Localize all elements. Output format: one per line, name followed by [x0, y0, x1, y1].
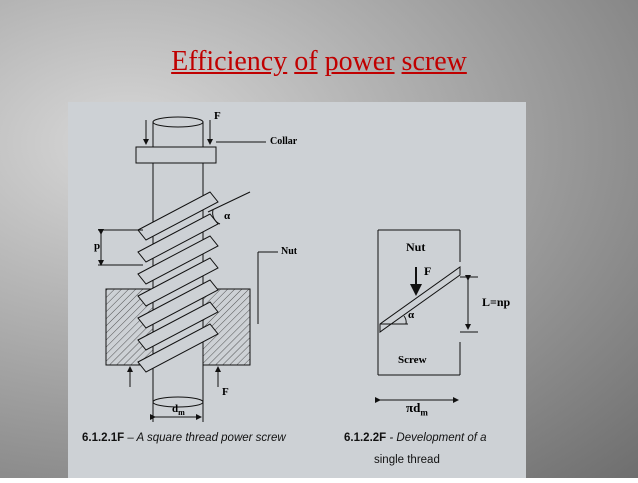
alpha-label-right: α: [408, 309, 415, 321]
pitch-label: p: [94, 240, 101, 252]
development-diagram: [375, 229, 478, 403]
screw-label: Screw: [398, 354, 427, 366]
slide-title: Efficiency of power screw: [171, 46, 467, 77]
figure-drawing: [98, 116, 478, 422]
nut-label-right: Nut: [406, 240, 426, 254]
dm-label: dm: [172, 403, 185, 418]
caption-right-line2: single thread: [374, 454, 440, 466]
screw-diagram: [98, 116, 278, 422]
force-top-label: F: [214, 110, 221, 122]
collar-label: Collar: [270, 136, 298, 147]
threads: [137, 191, 219, 373]
figure-panel: F Collar α p Nut F dm Nut F L=np α Screw…: [68, 102, 526, 478]
caption-left: 6.1.2.1F – A square thread power screw: [82, 432, 286, 444]
alpha-label-left: α: [224, 210, 231, 222]
force-label-right: F: [424, 264, 432, 278]
pi-dm-label: πdm: [406, 400, 428, 418]
lead-label: L=np: [482, 295, 511, 309]
caption-right-line1: 6.1.2.2F - Development of a: [344, 432, 487, 444]
force-bottom-label: F: [222, 386, 229, 398]
nut-label-left: Nut: [281, 246, 298, 257]
collar: [135, 146, 217, 164]
